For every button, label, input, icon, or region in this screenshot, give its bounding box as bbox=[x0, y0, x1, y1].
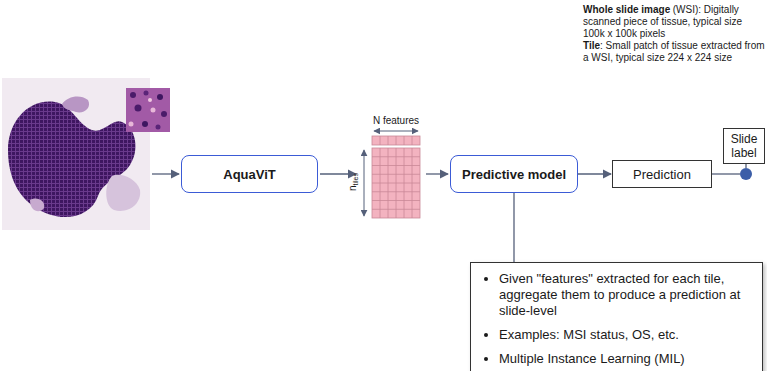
output-box: Prediction bbox=[612, 160, 712, 188]
tissue-fragment bbox=[106, 175, 140, 211]
tile-inset bbox=[126, 88, 170, 132]
bullet-text: Given "features" extracted for each tile… bbox=[499, 271, 752, 319]
dimension-label: n bbox=[347, 185, 358, 191]
term: Tile bbox=[583, 40, 600, 51]
flow-arrow bbox=[152, 173, 179, 174]
flow-arrow bbox=[320, 173, 356, 174]
matrix-body bbox=[372, 148, 420, 218]
cell-nucleus bbox=[157, 94, 163, 100]
matrix-grid bbox=[372, 148, 420, 218]
comparison-dot bbox=[740, 168, 752, 180]
wsi-image bbox=[2, 78, 170, 230]
dimension-arrow bbox=[364, 150, 365, 216]
definition-text: : Small patch of tissue extracted from a… bbox=[583, 40, 765, 63]
dimension-label: N features bbox=[366, 115, 426, 127]
flow-arrow bbox=[578, 173, 611, 174]
rotated-label: ntiles bbox=[347, 167, 359, 197]
cytoplasm bbox=[148, 98, 152, 102]
definition: Tile: Small patch of tissue extracted fr… bbox=[583, 40, 765, 64]
cell-nucleus bbox=[144, 91, 149, 96]
cell-nucleus bbox=[142, 121, 148, 127]
definitions-note: Whole slide image(WSI): Digitally scanne… bbox=[583, 4, 765, 64]
tile-patch bbox=[126, 88, 170, 132]
node-label: Prediction bbox=[633, 167, 691, 182]
node-label: AquaViT bbox=[223, 167, 276, 182]
flow-arrow bbox=[426, 173, 448, 174]
flow-line bbox=[745, 164, 746, 168]
cytoplasm bbox=[151, 108, 156, 113]
bullet-text: Examples: MSI status, OS, etc. bbox=[499, 327, 752, 343]
tissue-fragment bbox=[62, 97, 89, 113]
bullet-list: Given "features" extracted for each tile… bbox=[471, 263, 762, 367]
matrix-header-row bbox=[372, 136, 420, 145]
cell-nucleus bbox=[135, 105, 142, 112]
callout-box: Given "features" extracted for each tile… bbox=[470, 262, 763, 371]
flow-line bbox=[712, 173, 740, 174]
bullet-text: Multiple Instance Learning (MIL) bbox=[499, 351, 752, 367]
node-label: Slide label bbox=[726, 132, 762, 160]
definition: Whole slide image(WSI): Digitally scanne… bbox=[583, 4, 765, 40]
dimension-subscript: tiles bbox=[352, 173, 359, 185]
matrix-grid bbox=[380, 136, 412, 145]
tissue-fragment bbox=[30, 198, 44, 211]
term: Whole slide image bbox=[583, 4, 670, 15]
model-box: Predictive model bbox=[450, 155, 578, 193]
node-label: Predictive model bbox=[462, 167, 566, 182]
dimension-arrow bbox=[374, 131, 418, 132]
model-box: AquaViT bbox=[181, 155, 318, 193]
callout-pointer bbox=[513, 193, 514, 262]
cell-nucleus bbox=[156, 125, 161, 130]
cell-nucleus bbox=[161, 111, 167, 117]
cytoplasm bbox=[129, 122, 134, 127]
cell-nucleus bbox=[130, 92, 136, 98]
label-box: Slide label bbox=[723, 128, 765, 164]
feature-matrix bbox=[364, 131, 420, 218]
